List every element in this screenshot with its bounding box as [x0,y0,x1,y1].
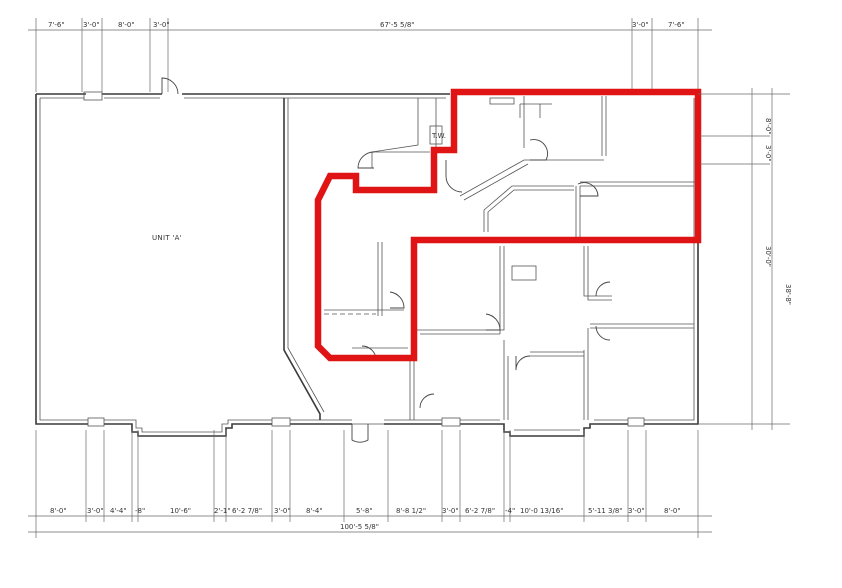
right-dimension-string: 8'-0" 3'-0" 30'-0" 38'-8" [698,88,792,430]
dim-top-1: 7'-6" [48,21,65,29]
highlighted-area [314,88,702,362]
dim-top-4: 3'-0" [153,21,170,29]
wc-label: T.W. [431,132,446,140]
dim-right-3: 30'-0" [764,246,772,267]
dim-bottom-12: 3'-0" [442,507,459,515]
dim-bottom-18: 8'-0" [664,507,681,515]
dim-right-1: 8'-0" [764,118,772,135]
wc-marker: T.W. [429,125,446,145]
dim-bottom-5: 10'-6" [170,507,191,515]
exterior-walls [35,91,699,437]
dim-top-5: 67'-5 5/8" [380,21,415,29]
dim-bottom-4: -8" [135,507,145,515]
bottom-dimension-string: 8'-0" 3'-0" 4'-4" -8" 10'-6" 2'-1" 6'-2 … [28,430,712,538]
dim-top-6: 3'-0" [632,21,649,29]
dim-bottom-17: 3'-0" [628,507,645,515]
dim-right-2: 3'-0" [764,145,772,162]
doors [351,139,611,443]
dim-bottom-9: 8'-4" [306,507,323,515]
dim-top-7: 7'-6" [668,21,685,29]
dim-bottom-16: 5'-11 3/8" [588,507,623,515]
unit-a-label: UNIT 'A' [152,234,182,242]
unit-a: UNIT 'A' [152,77,325,420]
dim-bottom-7: 6'-2 7/8" [232,507,262,515]
dim-top-2: 3'-0" [83,21,100,29]
dim-bottom-8: 3'-0" [274,507,291,515]
dim-bottom-1: 8'-0" [50,507,67,515]
dim-overall-depth: 38'-8" [784,284,792,305]
dim-bottom-11: 8'-8 1/2" [396,507,426,515]
dim-bottom-13: 6'-2 7/8" [465,507,495,515]
dim-overall-width: 100'-5 5/8" [340,523,379,531]
door-unit-a-top [161,77,179,95]
dim-bottom-10: 5'-8" [356,507,373,515]
dim-bottom-3: 4'-4" [110,507,127,515]
interior-walls [324,96,698,420]
dim-bottom-15: 10'-0 13/16" [520,507,563,515]
dim-bottom-6: 2'-1" [214,507,231,515]
top-dimension-string: 7'-6" 3'-0" 8'-0" 3'-0" 67'-5 5/8" 3'-0"… [28,18,712,92]
dim-bottom-2: 3'-0" [87,507,104,515]
dim-bottom-14: -4" [505,507,515,515]
dim-top-3: 8'-0" [118,21,135,29]
